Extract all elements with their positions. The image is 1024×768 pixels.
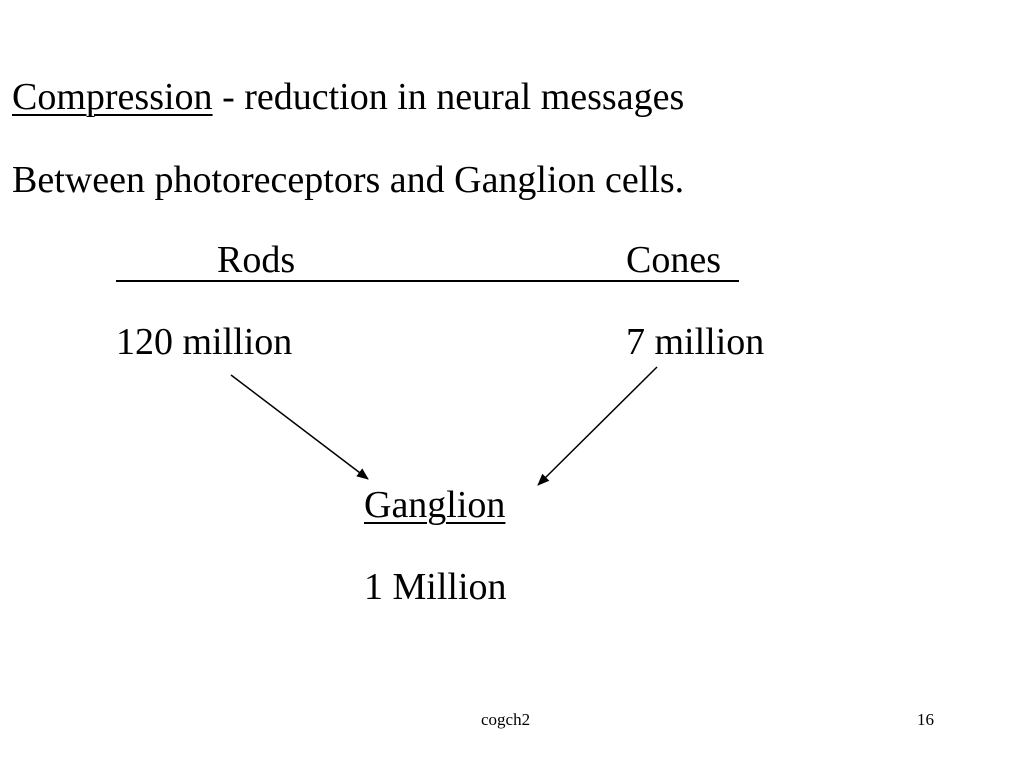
cones-count: 7 million [626,321,765,363]
ganglion-label: Ganglion [364,484,506,526]
cones-header: Cones [626,239,721,281]
rods-header: Rods [217,239,296,281]
compression-heading: Compression - reduction in neural messag… [12,78,684,116]
cones-to-ganglion-arrow [537,366,658,486]
context-line: Between photoreceptors and Ganglion cell… [12,159,685,201]
ganglion-count: 1 Million [364,566,507,608]
compression-term: Compression [12,76,213,118]
header-underline [116,280,739,282]
compression-definition: - reduction in neural messages [212,76,685,118]
rods-count: 120 million [116,321,293,363]
rods-to-ganglion-arrow [230,374,369,480]
footer-page-number: 16 [917,710,934,729]
footer-deck-name: cogch2 [481,710,531,729]
